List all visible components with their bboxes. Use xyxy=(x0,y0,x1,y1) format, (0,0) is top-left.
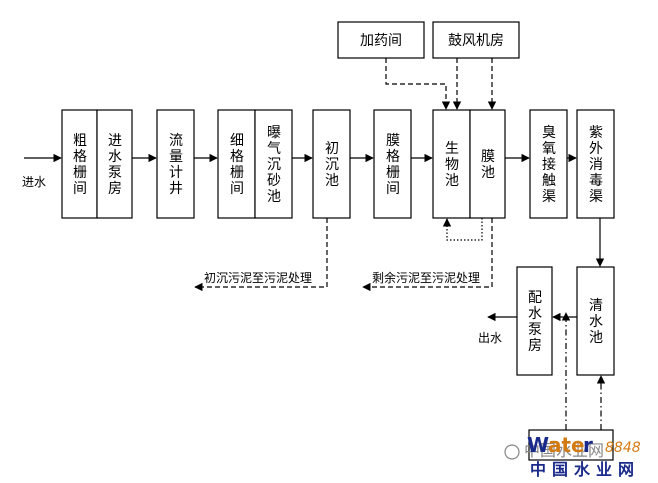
watermark-number: 8848 xyxy=(605,440,641,456)
label-membrane-tank: 膜池 xyxy=(481,149,495,181)
label-outlet: 出水 xyxy=(478,331,502,345)
label-fine-screen: 细格栅间 xyxy=(230,133,244,197)
watermark-box xyxy=(528,429,614,461)
label-intake-pump: 进水泵房 xyxy=(108,133,122,197)
line-recirculation xyxy=(442,218,483,241)
watermark-wechat-text: 中国水业网 xyxy=(524,441,604,460)
label-blower-room: 鼓风机房 xyxy=(448,33,504,49)
watermark-brand-w: W xyxy=(527,433,549,457)
wechat-icon xyxy=(504,444,520,460)
watermark-cn-text: 中国水业网 xyxy=(530,460,640,479)
label-distribution-pump: 配水泵房 xyxy=(528,290,542,354)
label-uv-channel: 紫外消毒渠 xyxy=(589,125,603,205)
label-primary-sludge: 初沉污泥至污泥处理 xyxy=(204,271,312,285)
line-dosing-feed xyxy=(385,58,451,110)
watermark-brand-r: r xyxy=(583,433,593,457)
watermark-logo: 中国水业网 W ate r 8848 中国水业网 xyxy=(504,433,641,479)
box-distribution-pump xyxy=(516,266,553,376)
label-flow-well: 流量计井 xyxy=(169,133,183,197)
label-ozone-contact: 臭氧接触渠 xyxy=(542,125,556,205)
label-dosing-room: 加药间 xyxy=(360,33,402,49)
line-primary-sludge xyxy=(194,218,328,292)
label-inlet: 进水 xyxy=(22,175,46,189)
box-aerated-grit xyxy=(254,109,293,219)
box-intake-pump xyxy=(96,109,133,219)
box-bio-tank xyxy=(432,109,471,219)
label-coarse-screen: 粗格栅间 xyxy=(73,133,87,197)
label-clear-water: 清水池 xyxy=(589,298,603,346)
box-ozone-contact xyxy=(529,109,568,219)
watermark-brand-middle: ate xyxy=(548,433,585,457)
box-membrane-tank xyxy=(469,109,506,219)
label-aerated-grit: 曝气沉砂池 xyxy=(267,125,281,205)
label-excess-sludge: 剩余污泥至污泥处理 xyxy=(372,270,480,285)
label-membrane-screen: 膜格栅间 xyxy=(386,133,400,197)
box-flow-well xyxy=(156,109,195,219)
label-primary-settling: 初沉池 xyxy=(325,140,339,189)
box-uv-channel xyxy=(576,109,615,219)
box-dosing-room xyxy=(337,21,425,59)
box-clear-water xyxy=(576,266,615,376)
label-bio-tank: 生物池 xyxy=(445,141,459,189)
box-membrane-screen xyxy=(373,109,412,219)
line-excess-sludge xyxy=(362,218,493,292)
box-primary-settling xyxy=(312,109,351,219)
box-blower-room xyxy=(432,21,520,59)
box-coarse-screen xyxy=(61,109,98,219)
